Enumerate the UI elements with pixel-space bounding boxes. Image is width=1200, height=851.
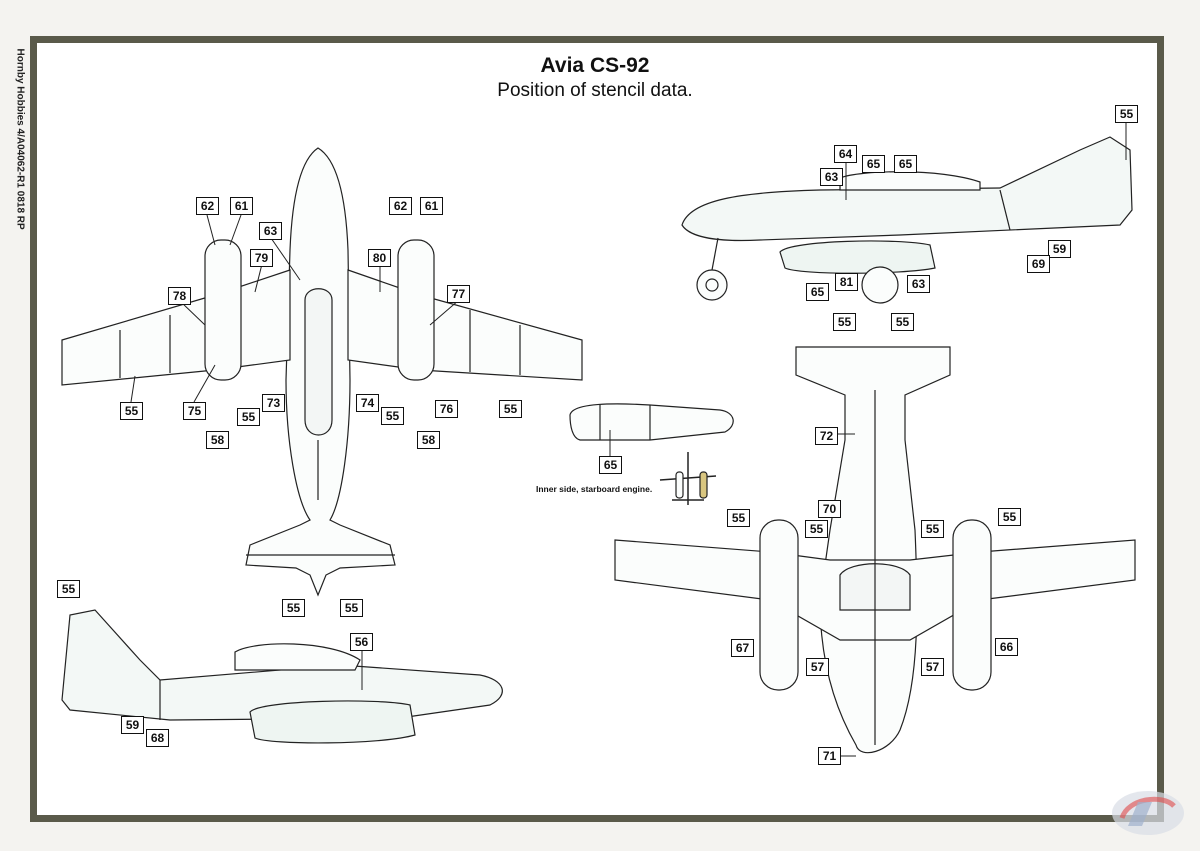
callout-label: 75 (183, 402, 206, 420)
callout-label: 57 (806, 658, 829, 676)
callout-label: 55 (1115, 105, 1138, 123)
callout-label: 55 (921, 520, 944, 538)
callout-label: 61 (230, 197, 253, 215)
callout-label: 55 (727, 509, 750, 527)
callout-label: 79 (250, 249, 273, 267)
callout-label: 65 (806, 283, 829, 301)
callout-label: 65 (894, 155, 917, 173)
callout-label: 66 (995, 638, 1018, 656)
callout-label: 76 (435, 400, 458, 418)
callout-label: 68 (146, 729, 169, 747)
engine-detail-caption: Inner side, starboard engine. (536, 484, 653, 494)
callout-label: 57 (921, 658, 944, 676)
callout-label: 73 (262, 394, 285, 412)
callout-label: 81 (835, 273, 858, 291)
callout-label: 55 (237, 408, 260, 426)
callout-label: 56 (350, 633, 373, 651)
callout-label: 70 (818, 500, 841, 518)
side-view-starboard-drawing (681, 136, 1133, 304)
callout-label: 55 (381, 407, 404, 425)
engine-detail-drawing (569, 403, 734, 441)
callout-label: 58 (417, 431, 440, 449)
callout-label: 78 (168, 287, 191, 305)
callout-label: 64 (834, 145, 857, 163)
top-view-drawing (61, 147, 583, 597)
callout-label: 71 (818, 747, 841, 765)
callout-label: 63 (907, 275, 930, 293)
watermark-logo-icon (1112, 791, 1184, 835)
page-title: Avia CS-92 (540, 54, 650, 77)
callout-label: 55 (340, 599, 363, 617)
callout-label: 55 (998, 508, 1021, 526)
callout-label: 61 (420, 197, 443, 215)
callout-label: 59 (1048, 240, 1071, 258)
callout-label: 74 (356, 394, 379, 412)
callout-label: 55 (57, 580, 80, 598)
callout-label: 72 (815, 427, 838, 445)
callout-label: 62 (389, 197, 412, 215)
callout-label: 55 (499, 400, 522, 418)
engine-locator-silhouette (659, 452, 717, 505)
callout-label: 63 (259, 222, 282, 240)
callout-label: 55 (282, 599, 305, 617)
callout-label: 55 (891, 313, 914, 331)
page-subtitle: Position of stencil data. (497, 80, 693, 101)
callout-label: 65 (599, 456, 622, 474)
callout-label: 55 (833, 313, 856, 331)
callout-label: 67 (731, 639, 754, 657)
callout-label: 63 (820, 168, 843, 186)
callout-label: 55 (805, 520, 828, 538)
callout-label: 58 (206, 431, 229, 449)
page-title-block: Avia CS-92 Position of stencil data. (440, 54, 750, 102)
callout-label: 65 (862, 155, 885, 173)
side-view-port-drawing (61, 609, 503, 744)
callout-label: 59 (121, 716, 144, 734)
callout-label: 69 (1027, 255, 1050, 273)
callout-label: 55 (120, 402, 143, 420)
leader-lines (130, 120, 1127, 757)
bottom-view-drawing (614, 346, 1136, 754)
callout-label: 80 (368, 249, 391, 267)
callout-label: 62 (196, 197, 219, 215)
callout-label: 77 (447, 285, 470, 303)
